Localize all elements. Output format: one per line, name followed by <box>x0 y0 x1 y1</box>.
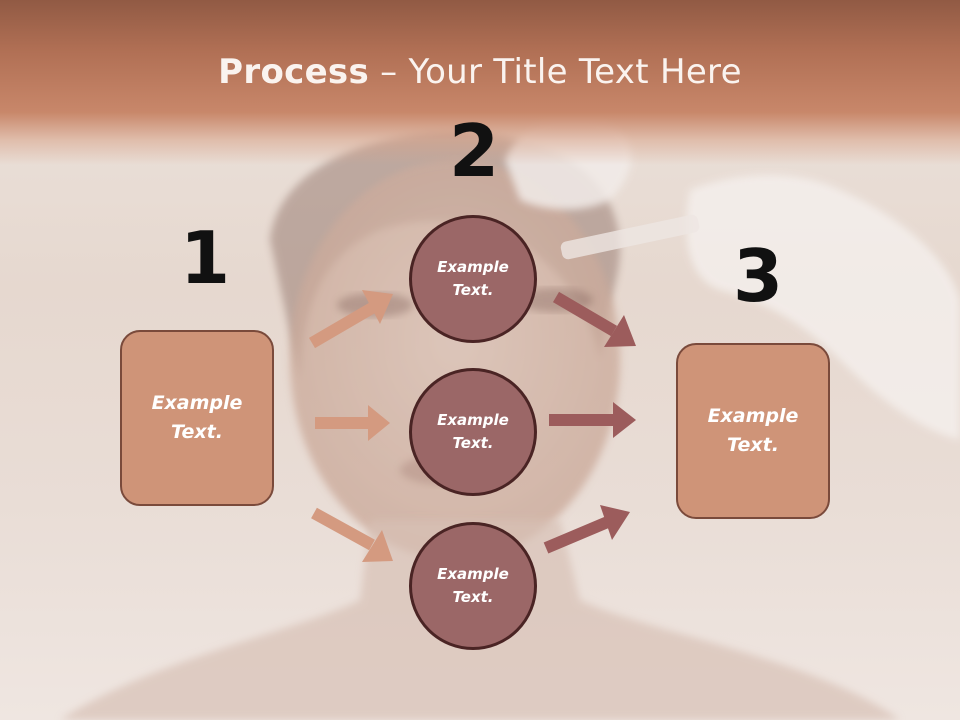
title-bold: Process <box>218 52 370 92</box>
arrow-bottom-to-step3 <box>543 505 630 554</box>
slide-title: Process – Your Title Text Here <box>0 52 960 92</box>
arrow-step1-to-bottom <box>311 507 393 562</box>
step3-box-text: Example Text. <box>707 405 799 456</box>
arrow-top-to-step3 <box>552 291 636 347</box>
title-band <box>0 0 960 165</box>
step3-box: Example Text. <box>676 343 830 519</box>
step2-circle-middle: Example Text. <box>409 368 537 496</box>
step-number-2: 2 <box>449 109 500 193</box>
step1-box: Example Text. <box>120 330 274 506</box>
step2-circle-top-text: Example Text. <box>437 258 509 299</box>
step2-circle-middle-text: Example Text. <box>437 411 509 452</box>
arrow-middle-to-step3 <box>549 402 636 438</box>
step1-box-text: Example Text. <box>151 392 243 443</box>
step-number-3: 3 <box>733 234 784 318</box>
step-number-1: 1 <box>180 216 231 300</box>
step2-circle-bottom-text: Example Text. <box>437 565 509 606</box>
arrow-step1-to-top <box>308 290 393 349</box>
step2-circle-bottom: Example Text. <box>409 522 537 650</box>
title-rest: – Your Title Text Here <box>369 52 742 92</box>
arrow-step1-to-middle <box>315 405 390 441</box>
step2-circle-top: Example Text. <box>409 215 537 343</box>
